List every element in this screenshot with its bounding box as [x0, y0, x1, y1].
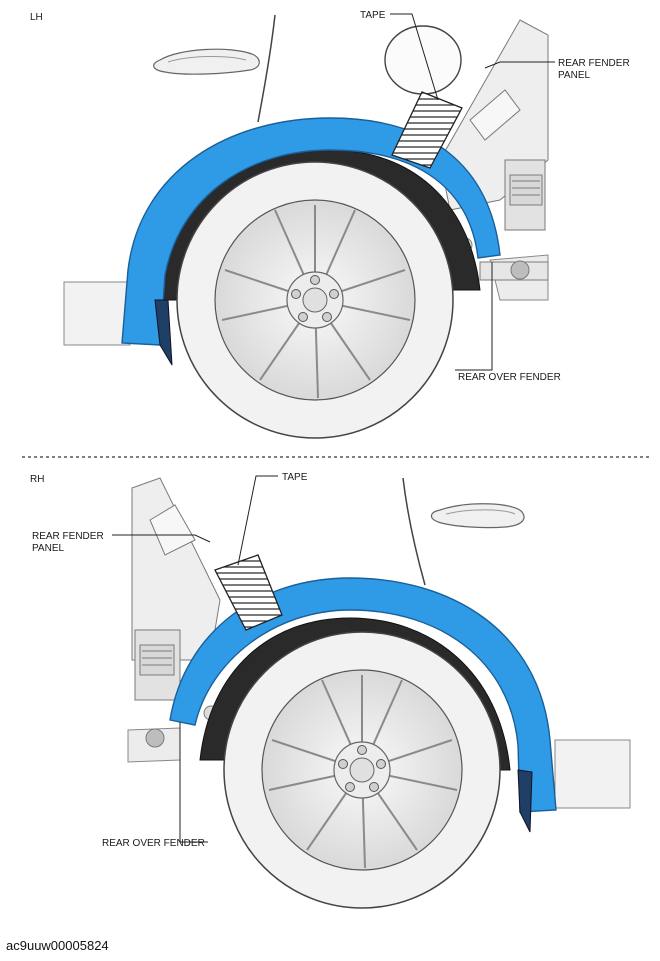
rh-tape-label: TAPE	[282, 472, 308, 483]
lh-tape-label: TAPE	[360, 10, 386, 21]
lh-door-line	[257, 14, 276, 123]
lh-inner-structure	[439, 19, 549, 281]
lh-fuel-lid	[384, 25, 462, 95]
lh-fender-panel-label-2: PANEL	[558, 70, 590, 81]
rh-view: RH	[30, 472, 631, 909]
rh-inner-structure	[131, 477, 221, 748]
rh-center-cap	[349, 757, 375, 783]
rh-side-label: RH	[30, 474, 44, 485]
rh-body-sill	[554, 739, 631, 809]
rh-door-handle	[430, 503, 525, 529]
rh-lug-nuts	[338, 745, 386, 792]
rh-tape	[214, 554, 283, 631]
lh-rear-over-fender	[121, 117, 501, 346]
lh-side-label: LH	[30, 12, 43, 23]
lh-lug-nuts	[291, 275, 339, 322]
lh-body-sill	[63, 281, 131, 346]
rh-fender-panel-label-1: REAR FENDER	[32, 531, 104, 542]
rh-over-fender-end	[517, 769, 533, 833]
lh-center-cap	[302, 287, 328, 313]
lh-leader-lines	[390, 13, 555, 371]
lh-tape	[391, 91, 463, 169]
lh-over-fender-label: REAR OVER FENDER	[458, 372, 561, 383]
rh-fender-panel-label-2: PANEL	[32, 543, 64, 554]
lh-over-fender-end	[154, 299, 173, 366]
lh-view: LH	[30, 10, 630, 439]
lh-door-handle	[153, 48, 260, 75]
rh-rear-over-fender	[169, 577, 557, 813]
figure-code: ac9uuw00005824	[6, 938, 109, 953]
rh-over-fender-label: REAR OVER FENDER	[102, 838, 205, 849]
rh-leader-lines	[112, 475, 278, 843]
rh-door-line	[402, 477, 426, 586]
lh-fender-panel-label-1: REAR FENDER	[558, 58, 630, 69]
